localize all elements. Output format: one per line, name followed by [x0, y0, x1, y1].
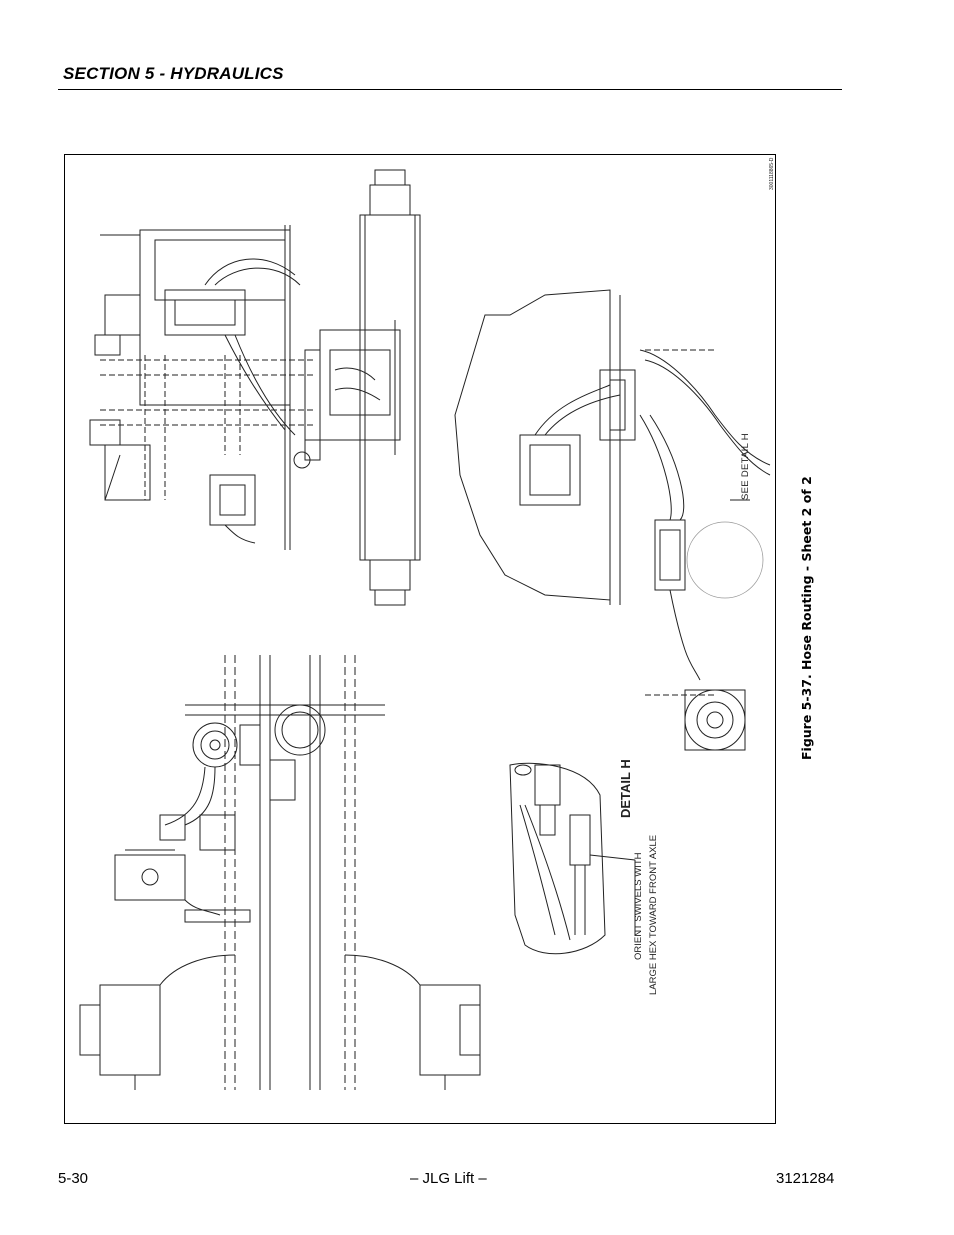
detail-h-title: DETAIL H: [618, 759, 633, 818]
header-rule: [58, 89, 842, 90]
orient-callout-line2: LARGE HEX TOWARD FRONT AXLE: [648, 834, 659, 995]
drawing-id-label: 3001118865-D: [769, 157, 775, 190]
detail-h-outline: [509, 762, 606, 955]
footer-doc-number: 3121284: [776, 1170, 835, 1187]
orient-callout-line1: ORIENT SWIVELS WITH: [633, 852, 644, 960]
figure-caption: Figure 5-37. Hose Routing - Sheet 2 of 2: [799, 476, 814, 760]
figure-frame: [64, 154, 776, 1124]
footer-page-number: 5-30: [58, 1170, 89, 1187]
see-detail-callout: SEE DETAIL H: [740, 433, 751, 500]
hose-routing-drawing: [79, 169, 771, 1090]
tank-inner: [154, 239, 286, 301]
footer-center-text: – JLG Lift –: [410, 1170, 487, 1187]
detail-h-circle: [686, 521, 764, 599]
frame-side-profile: [454, 289, 611, 601]
section-header-title: SECTION 5 - HYDRAULICS: [63, 64, 284, 83]
tank-outline: [139, 229, 291, 406]
turntable-bearing: [274, 704, 326, 756]
